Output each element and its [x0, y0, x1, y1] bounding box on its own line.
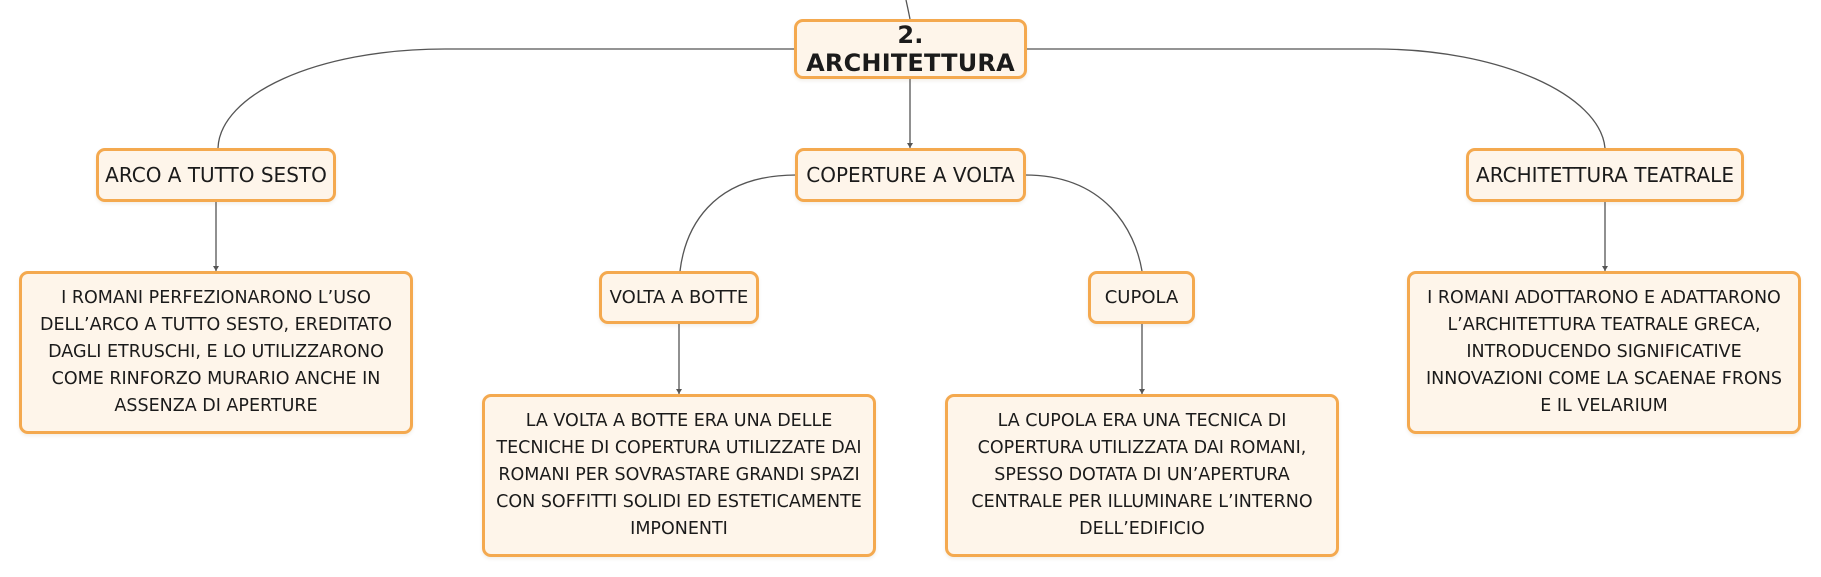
connector-coperture-to-volta [679, 174, 797, 272]
arrowhead-cupola-desc [1139, 389, 1145, 394]
description-text: LA VOLTA A BOTTE ERA UNA DELLE TECNICHE … [496, 411, 862, 539]
description-node-volta-a-botte[interactable]: LA VOLTA A BOTTE ERA UNA DELLE TECNICHE … [482, 394, 876, 557]
connector-parent-to-root [905, 0, 911, 20]
description-text: I ROMANI ADOTTARONO E ADATTARONO L’ARCHI… [1425, 288, 1782, 416]
topic-node-architettura-teatrale[interactable]: ARCHITETTURA TEATRALE [1466, 148, 1744, 202]
root-node-label: 2. ARCHITETTURA [806, 21, 1015, 77]
description-node-cupola[interactable]: LA CUPOLA ERA UNA TECNICA DI COPERTURA U… [945, 394, 1339, 557]
connector-root-to-arco [217, 48, 795, 149]
description-text: I ROMANI PERFEZIONARONO L’USO DELL’ARCO … [39, 288, 393, 416]
subtopic-node-volta-a-botte[interactable]: VOLTA A BOTTE [599, 271, 759, 324]
description-text: LA CUPOLA ERA UNA TECNICA DI COPERTURA U… [971, 411, 1313, 539]
description-node-architettura-teatrale[interactable]: I ROMANI ADOTTARONO E ADATTARONO L’ARCHI… [1407, 271, 1801, 434]
root-node[interactable]: 2. ARCHITETTURA [794, 19, 1027, 79]
arrowhead-volta-desc [676, 389, 682, 394]
topic-node-coperture-a-volta[interactable]: COPERTURE A VOLTA [795, 148, 1026, 202]
arrowhead-arco-desc [213, 266, 219, 271]
topic-label: ARCHITETTURA TEATRALE [1476, 163, 1734, 187]
description-node-arco[interactable]: I ROMANI PERFEZIONARONO L’USO DELL’ARCO … [19, 271, 413, 434]
connector-coperture-to-cupola [1024, 174, 1143, 272]
topic-label: COPERTURE A VOLTA [806, 163, 1015, 187]
topic-label: ARCO A TUTTO SESTO [105, 163, 327, 187]
topic-node-arco-a-tutto-sesto[interactable]: ARCO A TUTTO SESTO [96, 148, 336, 202]
arrowhead-coperture [907, 143, 913, 148]
subtopic-node-cupola[interactable]: CUPOLA [1088, 271, 1195, 324]
arrowhead-teatrale-desc [1602, 266, 1608, 271]
subtopic-label: VOLTA A BOTTE [609, 287, 749, 308]
subtopic-label: CUPOLA [1104, 287, 1179, 308]
connector-root-to-teatrale [1026, 48, 1606, 149]
